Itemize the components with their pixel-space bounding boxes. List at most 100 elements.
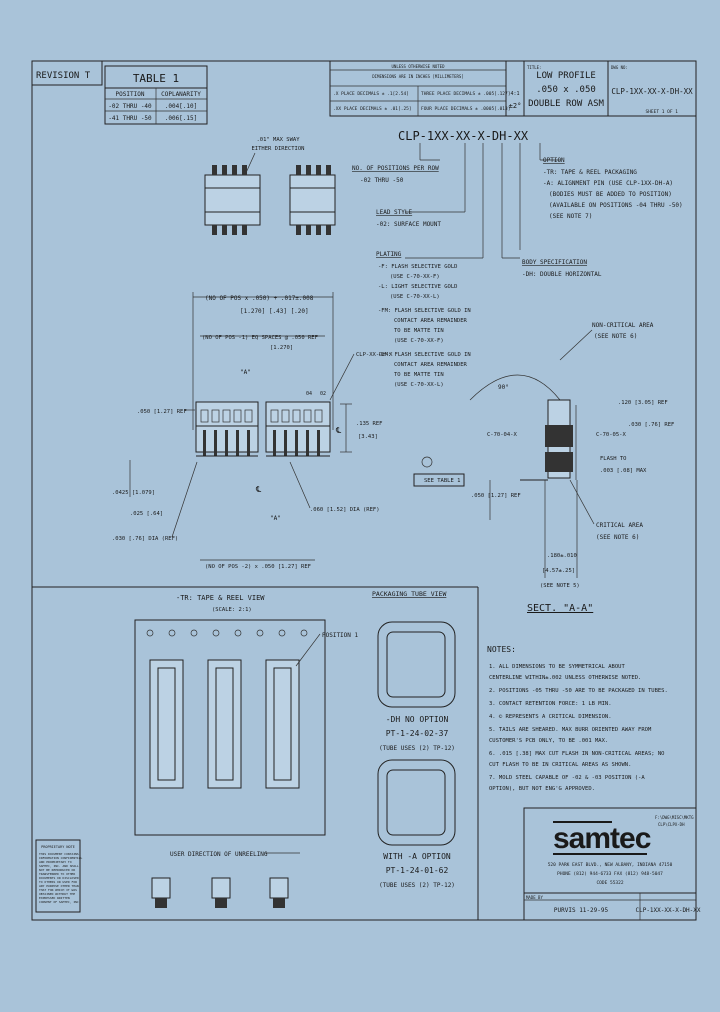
callout-option: OPTION -TR: TAPE & REEL PACKAGING -A: AL… [543, 157, 683, 220]
svg-text:FLASH TO: FLASH TO [600, 456, 627, 462]
svg-text:-FM: FLASH SELECTIVE GOLD IN: -FM: FLASH SELECTIVE GOLD IN [378, 308, 471, 314]
svg-text:1. ALL DIMENSIONS TO BE SYMMET: 1. ALL DIMENSIONS TO BE SYMMETRICAL ABOU… [489, 664, 625, 670]
tb-decimal: FOUR PLACE DECIMALS ± .0005[.013] [421, 106, 510, 112]
svg-text:3. CONTACT RETENTION FORCE: 1: 3. CONTACT RETENTION FORCE: 1 LB MIN. [489, 701, 612, 707]
svg-text:WITH -A OPTION: WITH -A OPTION [383, 852, 451, 861]
svg-text:(BODIES MUST BE ADDED TO POSIT: (BODIES MUST BE ADDED TO POSITION) [549, 191, 672, 198]
table-1-cell: .006[.15] [165, 115, 198, 122]
svg-text:F:\DWG\MISC\MKTG: F:\DWG\MISC\MKTG [655, 815, 694, 820]
svg-text:THIS DOCUMENT CONTAINS: THIS DOCUMENT CONTAINS [39, 852, 79, 856]
svg-text:OPTION), BUT NOT ENG'G APPROVE: OPTION), BUT NOT ENG'G APPROVED. [489, 786, 595, 792]
tb-dwg-no: CLP-1XX-XX-X-DH-XX [611, 87, 693, 96]
table-1-cell: .004[.10] [165, 103, 198, 110]
svg-text:.060 [1.52] DIA (REF): .060 [1.52] DIA (REF) [310, 507, 380, 513]
svg-text:(NO OF POS -2) x .050 [1.27] R: (NO OF POS -2) x .050 [1.27] REF [205, 564, 311, 570]
table-1-title: TABLE 1 [133, 72, 179, 85]
svg-text:-DH: DOUBLE HORIZONTAL: -DH: DOUBLE HORIZONTAL [522, 271, 602, 278]
tb-angle: ±2° [509, 102, 522, 110]
svg-text:℄: ℄ [255, 485, 262, 494]
svg-text:-LM: FLASH SELECTIVE GOLD IN: -LM: FLASH SELECTIVE GOLD IN [378, 352, 471, 358]
front-view-connector-right [265, 401, 331, 457]
svg-text:BODY SPECIFICATION: BODY SPECIFICATION [522, 259, 587, 266]
svg-text:-F: FLASH SELECTIVE GOLD: -F: FLASH SELECTIVE GOLD [378, 264, 457, 270]
svg-text:"A": "A" [240, 369, 251, 376]
svg-text:-A: ALIGNMENT PIN (USE CLP-1XX: -A: ALIGNMENT PIN (USE CLP-1XX-DH-A) [543, 180, 673, 187]
tb-dwg-label: DWG NO: [611, 65, 628, 70]
svg-text:NOTES:: NOTES: [487, 645, 516, 654]
svg-text:OPTION: OPTION [543, 157, 565, 164]
front-view-connector-left [195, 401, 259, 457]
callout-lead: LEAD STYLE -02: SURFACE MOUNT [376, 209, 441, 228]
svg-text:CUSTOMER'S PCB ONLY, TO BE .00: CUSTOMER'S PCB ONLY, TO BE .001 MAX. [489, 738, 608, 744]
svg-text:"A": "A" [270, 515, 281, 522]
svg-text:.180±.010: .180±.010 [547, 553, 577, 559]
top-view-connector-right [289, 165, 336, 235]
front-view-dimensions: (NO OF POS x .050) + .017±.008 [1.270] [… [112, 292, 393, 570]
svg-text:04: 04 [306, 391, 312, 397]
svg-text:POSITION 1: POSITION 1 [322, 632, 359, 639]
notes: NOTES: 1. ALL DIMENSIONS TO BE SYMMETRIC… [487, 645, 668, 792]
svg-text:.030 [.76] DIA (REF): .030 [.76] DIA (REF) [112, 536, 178, 542]
svg-text:-DH NO OPTION: -DH NO OPTION [386, 715, 449, 724]
sway-note: EITHER DIRECTION [252, 146, 305, 152]
svg-text:CODE 55322: CODE 55322 [596, 880, 623, 886]
table-1: TABLE 1 POSITION COPLANARITY -02 THRU -4… [104, 65, 208, 125]
svg-text:-TR: TAPE & REEL VIEW: -TR: TAPE & REEL VIEW [176, 594, 265, 602]
svg-text:CLP-XX-DH-X: CLP-XX-DH-X [356, 352, 393, 358]
svg-text:(USE C-70-XX-F): (USE C-70-XX-F) [394, 338, 444, 344]
svg-text:THAT FOR WHICH IT WAS: THAT FOR WHICH IT WAS [39, 888, 77, 892]
svg-text:CLP\CLPX-DH: CLP\CLPX-DH [658, 822, 685, 827]
svg-text:7. MOLD STEEL CAPABLE OF -02 &: 7. MOLD STEEL CAPABLE OF -02 & -03 POSIT… [489, 775, 645, 781]
svg-text:.050 [1.27] REF: .050 [1.27] REF [471, 493, 521, 499]
part-number: CLP-1XX-XX-X-DH-XX [398, 129, 529, 143]
top-view-connector-left [204, 165, 261, 235]
svg-text:NON-CRITICAL AREA: NON-CRITICAL AREA [592, 322, 654, 329]
tb-title-line: .050 x .050 [536, 85, 596, 95]
section-a-a: NON-CRITICAL AREA (SEE NOTE 6) .120 [3.0… [413, 322, 674, 614]
svg-text:(USE C-70-XX-L): (USE C-70-XX-L) [390, 294, 440, 300]
svg-text:[3.43]: [3.43] [358, 434, 378, 440]
svg-text:CONSENT OF SAMTEC, INC.: CONSENT OF SAMTEC, INC. [39, 900, 81, 904]
sway-note: .01" MAX SWAY [256, 137, 300, 143]
svg-text:NOT BE REPRODUCED OR: NOT BE REPRODUCED OR [39, 868, 75, 872]
svg-text:90°: 90° [498, 384, 509, 391]
svg-text:USER DIRECTION OF UNREELING: USER DIRECTION OF UNREELING [170, 851, 268, 858]
svg-text:.0425 [1.079]: .0425 [1.079] [112, 490, 155, 496]
svg-text:02: 02 [320, 391, 326, 397]
table-1-cell: -41 THRU -50 [108, 115, 152, 122]
svg-text:.050 [1.27] REF: .050 [1.27] REF [137, 409, 187, 415]
svg-text:CUT FLASH TO BE IN CRITICAL AR: CUT FLASH TO BE IN CRITICAL AREAS AS SHO… [489, 762, 631, 768]
svg-text:℄: ℄ [335, 426, 342, 435]
tb-dims-note: DIMENSIONS ARE IN INCHES [MILLIMETERS] [372, 74, 464, 79]
table-1-cell: -02 THRU -40 [108, 103, 152, 110]
title-block: UNLESS OTHERWISE NOTED DIMENSIONS ARE IN… [329, 60, 697, 117]
tb-decimal: .XX PLACE DECIMALS ± .01[.25] [333, 106, 412, 112]
svg-text:-02: SURFACE MOUNT: -02: SURFACE MOUNT [376, 221, 441, 228]
svg-text:PLATING: PLATING [376, 251, 402, 258]
svg-text:CLP-1XX-XX-X-DH-XX: CLP-1XX-XX-X-DH-XX [635, 907, 700, 914]
tb-decimal: .X PLACE DECIMALS ± .1[2.54] [333, 91, 409, 97]
svg-text:(NO OF POS -1) EQ SPACES @ .05: (NO OF POS -1) EQ SPACES @ .050 REF [202, 335, 318, 341]
callout-body: BODY SPECIFICATION -DH: DOUBLE HORIZONTA… [522, 259, 602, 278]
svg-text:EXPRESSED WRITTEN: EXPRESSED WRITTEN [39, 896, 70, 900]
tb-decimal: THREE PLACE DECIMALS ± .005[.127] [421, 91, 510, 97]
svg-text:PT-1-24-02-37: PT-1-24-02-37 [386, 729, 449, 738]
svg-text:(SEE NOTE 6): (SEE NOTE 6) [594, 333, 637, 340]
proprietary-note: PROPRIETARY NOTE THIS DOCUMENT CONTAINS … [35, 839, 83, 913]
svg-text:PHONE (812) 944-6733 FAX (812: PHONE (812) 944-6733 FAX (812) 948-5047 [557, 871, 663, 877]
svg-text:-02 THRU -50: -02 THRU -50 [360, 177, 404, 184]
svg-text:2. POSITIONS -05 THRU -50 ARE: 2. POSITIONS -05 THRU -50 ARE TO BE PACK… [489, 688, 668, 694]
svg-text:SECT. "A-A": SECT. "A-A" [527, 603, 593, 614]
table-1-header-coplanarity: COPLANARITY [161, 91, 201, 98]
svg-text:AND PROPRIETARY TO: AND PROPRIETARY TO [39, 860, 72, 864]
callout-positions: NO. OF POSITIONS PER ROW -02 THRU -50 [352, 165, 439, 184]
svg-text:(SEE NOTE 7): (SEE NOTE 7) [549, 213, 592, 220]
samtec-logo: samtec [553, 822, 651, 855]
svg-text:(USE C-70-XX-F): (USE C-70-XX-F) [390, 274, 440, 280]
svg-text:.030 [.76] REF: .030 [.76] REF [628, 422, 674, 428]
svg-text:-L: LIGHT SELECTIVE GOLD: -L: LIGHT SELECTIVE GOLD [378, 284, 457, 290]
svg-text:CONTACT AREA REMAINDER: CONTACT AREA REMAINDER [394, 318, 468, 324]
tb-title-line: DOUBLE ROW ASM [528, 99, 604, 109]
revision-label: REVISION T [36, 71, 91, 81]
